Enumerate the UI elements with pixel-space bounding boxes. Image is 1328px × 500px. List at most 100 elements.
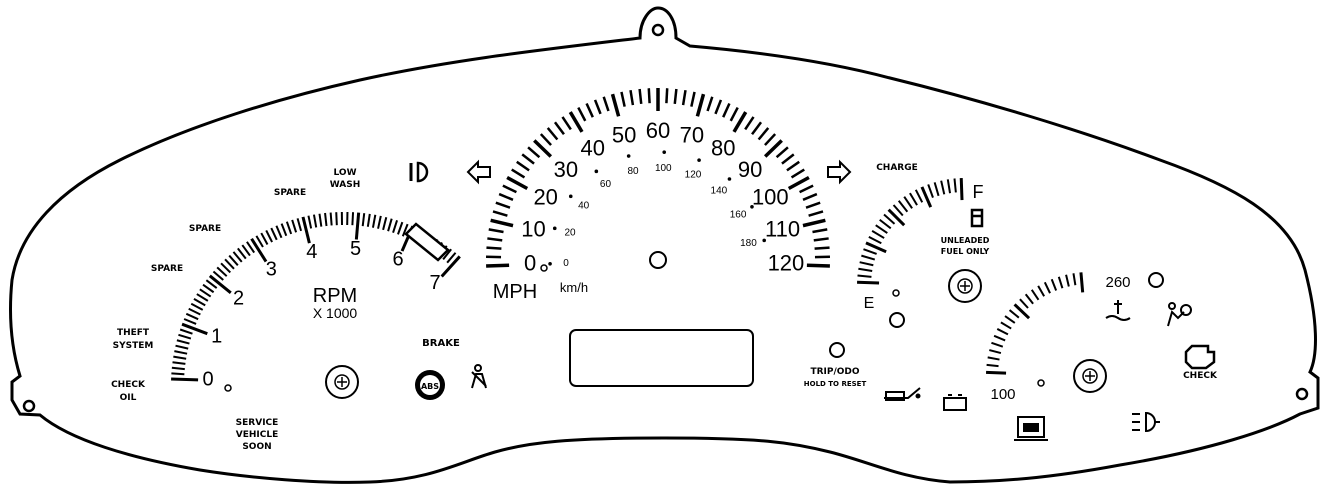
speedo-minor-tick: [799, 184, 814, 194]
speedo-kmh-dot: [727, 177, 732, 181]
tach-minor-tick: [205, 279, 218, 289]
speedo-minor-tick: [812, 228, 828, 234]
turn-signal-left-icon: [466, 159, 491, 185]
tach-minor-tick: [212, 270, 224, 281]
speedo-kmh-dot: [662, 150, 667, 154]
speedo-minor-tick: [802, 192, 818, 201]
tach-minor-tick: [196, 293, 209, 302]
trip-odo-button[interactable]: [829, 342, 845, 358]
tach-major-tick: [301, 216, 311, 244]
tach-major-tick: [354, 212, 361, 240]
tach-minor-tick: [202, 283, 215, 294]
tach-minor-tick: [173, 355, 187, 360]
oil-pressure-icon: [884, 387, 921, 401]
tach-minor-tick: [260, 232, 269, 245]
speedo-kmh-number: 180: [740, 238, 757, 249]
tach-redline-box: [404, 222, 450, 262]
tach-minor-tick: [178, 333, 192, 340]
speedo-minor-tick: [781, 153, 795, 165]
tach-minor-tick: [172, 361, 186, 365]
fuel-note-line1: UNLEADED: [941, 236, 990, 245]
speedo-kmh-number: 0: [563, 258, 569, 269]
trunk-ajar-icon: [1014, 416, 1048, 441]
temp-major-tick: [1013, 303, 1031, 320]
tach-minor-tick: [324, 212, 328, 227]
speedo-kmh-number: 20: [564, 228, 576, 239]
abs-warning-icon: ABS: [415, 370, 445, 400]
temp-small-dot: [1037, 379, 1045, 387]
check-oil-label: CHECK: [111, 380, 146, 390]
tach-minor-tick: [296, 218, 303, 232]
mount-hole-right: [1295, 387, 1309, 401]
fuel-minor-tick: [857, 274, 872, 278]
speedo-mph-number: 110: [765, 216, 800, 241]
speedo-minor-tick: [546, 127, 559, 141]
temp-minor-tick: [993, 334, 1006, 342]
speedo-minor-tick: [495, 201, 511, 209]
speedo-minor-tick: [486, 246, 502, 250]
fuel-minor-tick: [871, 230, 885, 239]
seatbelt-icon: [471, 364, 487, 389]
fuel-pump-icon: [970, 208, 984, 228]
fuel-major-tick: [865, 241, 887, 254]
speedo-minor-tick: [757, 127, 770, 141]
speedo-minor-tick: [681, 90, 687, 106]
tach-minor-tick: [183, 318, 197, 325]
tach-number: 0: [203, 369, 214, 391]
tach-minor-tick: [199, 288, 212, 298]
brake-label: BRAKE: [422, 338, 460, 349]
mount-hole-top: [651, 23, 665, 37]
tach-major-tick: [250, 237, 268, 263]
mount-hole-left: [22, 399, 36, 413]
fuel-minor-tick: [863, 248, 877, 255]
tach-minor-tick: [318, 213, 323, 227]
fuel-small-dot: [892, 289, 900, 297]
fuel-minor-tick: [940, 180, 946, 195]
tach-major-tick: [208, 274, 232, 294]
tach-number: 6: [393, 248, 404, 270]
fuel-minor-tick: [868, 235, 882, 245]
speedo-major-tick: [533, 139, 553, 158]
speedo-minor-tick: [561, 116, 572, 131]
service-vehicle-label: SERVICE: [236, 418, 279, 428]
fuel-minor-tick: [897, 200, 909, 213]
tach-number: 4: [306, 241, 317, 263]
tach-minor-tick: [442, 248, 452, 261]
low-wash-label-2: WASH: [330, 180, 361, 190]
fuel-minor-tick: [946, 179, 952, 194]
speedo-mph-number: 80: [711, 136, 735, 161]
tach-minor-tick: [175, 344, 189, 350]
check-oil-label-2: OIL: [120, 393, 137, 403]
coolant-temp-icon: [1105, 300, 1131, 321]
speedo-minor-tick: [665, 88, 669, 104]
speedo-kmh-number: 40: [578, 200, 590, 211]
speedo-mph-number: 70: [680, 122, 704, 147]
spare-label-1: SPARE: [274, 188, 306, 198]
fuel-gauge: F E UNLEADED FUEL ONLY: [857, 178, 990, 328]
fuel-minor-tick: [883, 213, 896, 225]
speedo-kmh-dot: [552, 226, 557, 231]
fuel-minor-tick: [933, 182, 940, 197]
tach-minor-tick: [185, 312, 199, 321]
fuel-minor-tick: [875, 224, 888, 234]
speedo-kmh-dot: [594, 169, 599, 174]
trip-odo-hint: HOLD TO RESET: [804, 380, 867, 388]
tach-minor-tick: [193, 298, 206, 307]
speedo-mph-number: 10: [521, 216, 545, 241]
speedo-minor-tick: [744, 116, 755, 131]
tach-number: 1: [211, 325, 222, 347]
speedo-minor-tick: [539, 133, 552, 146]
speedo-mph-number: 0: [524, 250, 536, 275]
tach-number: 3: [266, 258, 277, 280]
temp-minor-tick: [1037, 285, 1046, 297]
fuel-minor-tick: [927, 184, 934, 198]
speedo-minor-tick: [814, 246, 830, 250]
speedo-minor-tick: [808, 210, 824, 217]
temp-minor-tick: [989, 349, 1002, 355]
speedo-minor-tick: [647, 88, 651, 104]
